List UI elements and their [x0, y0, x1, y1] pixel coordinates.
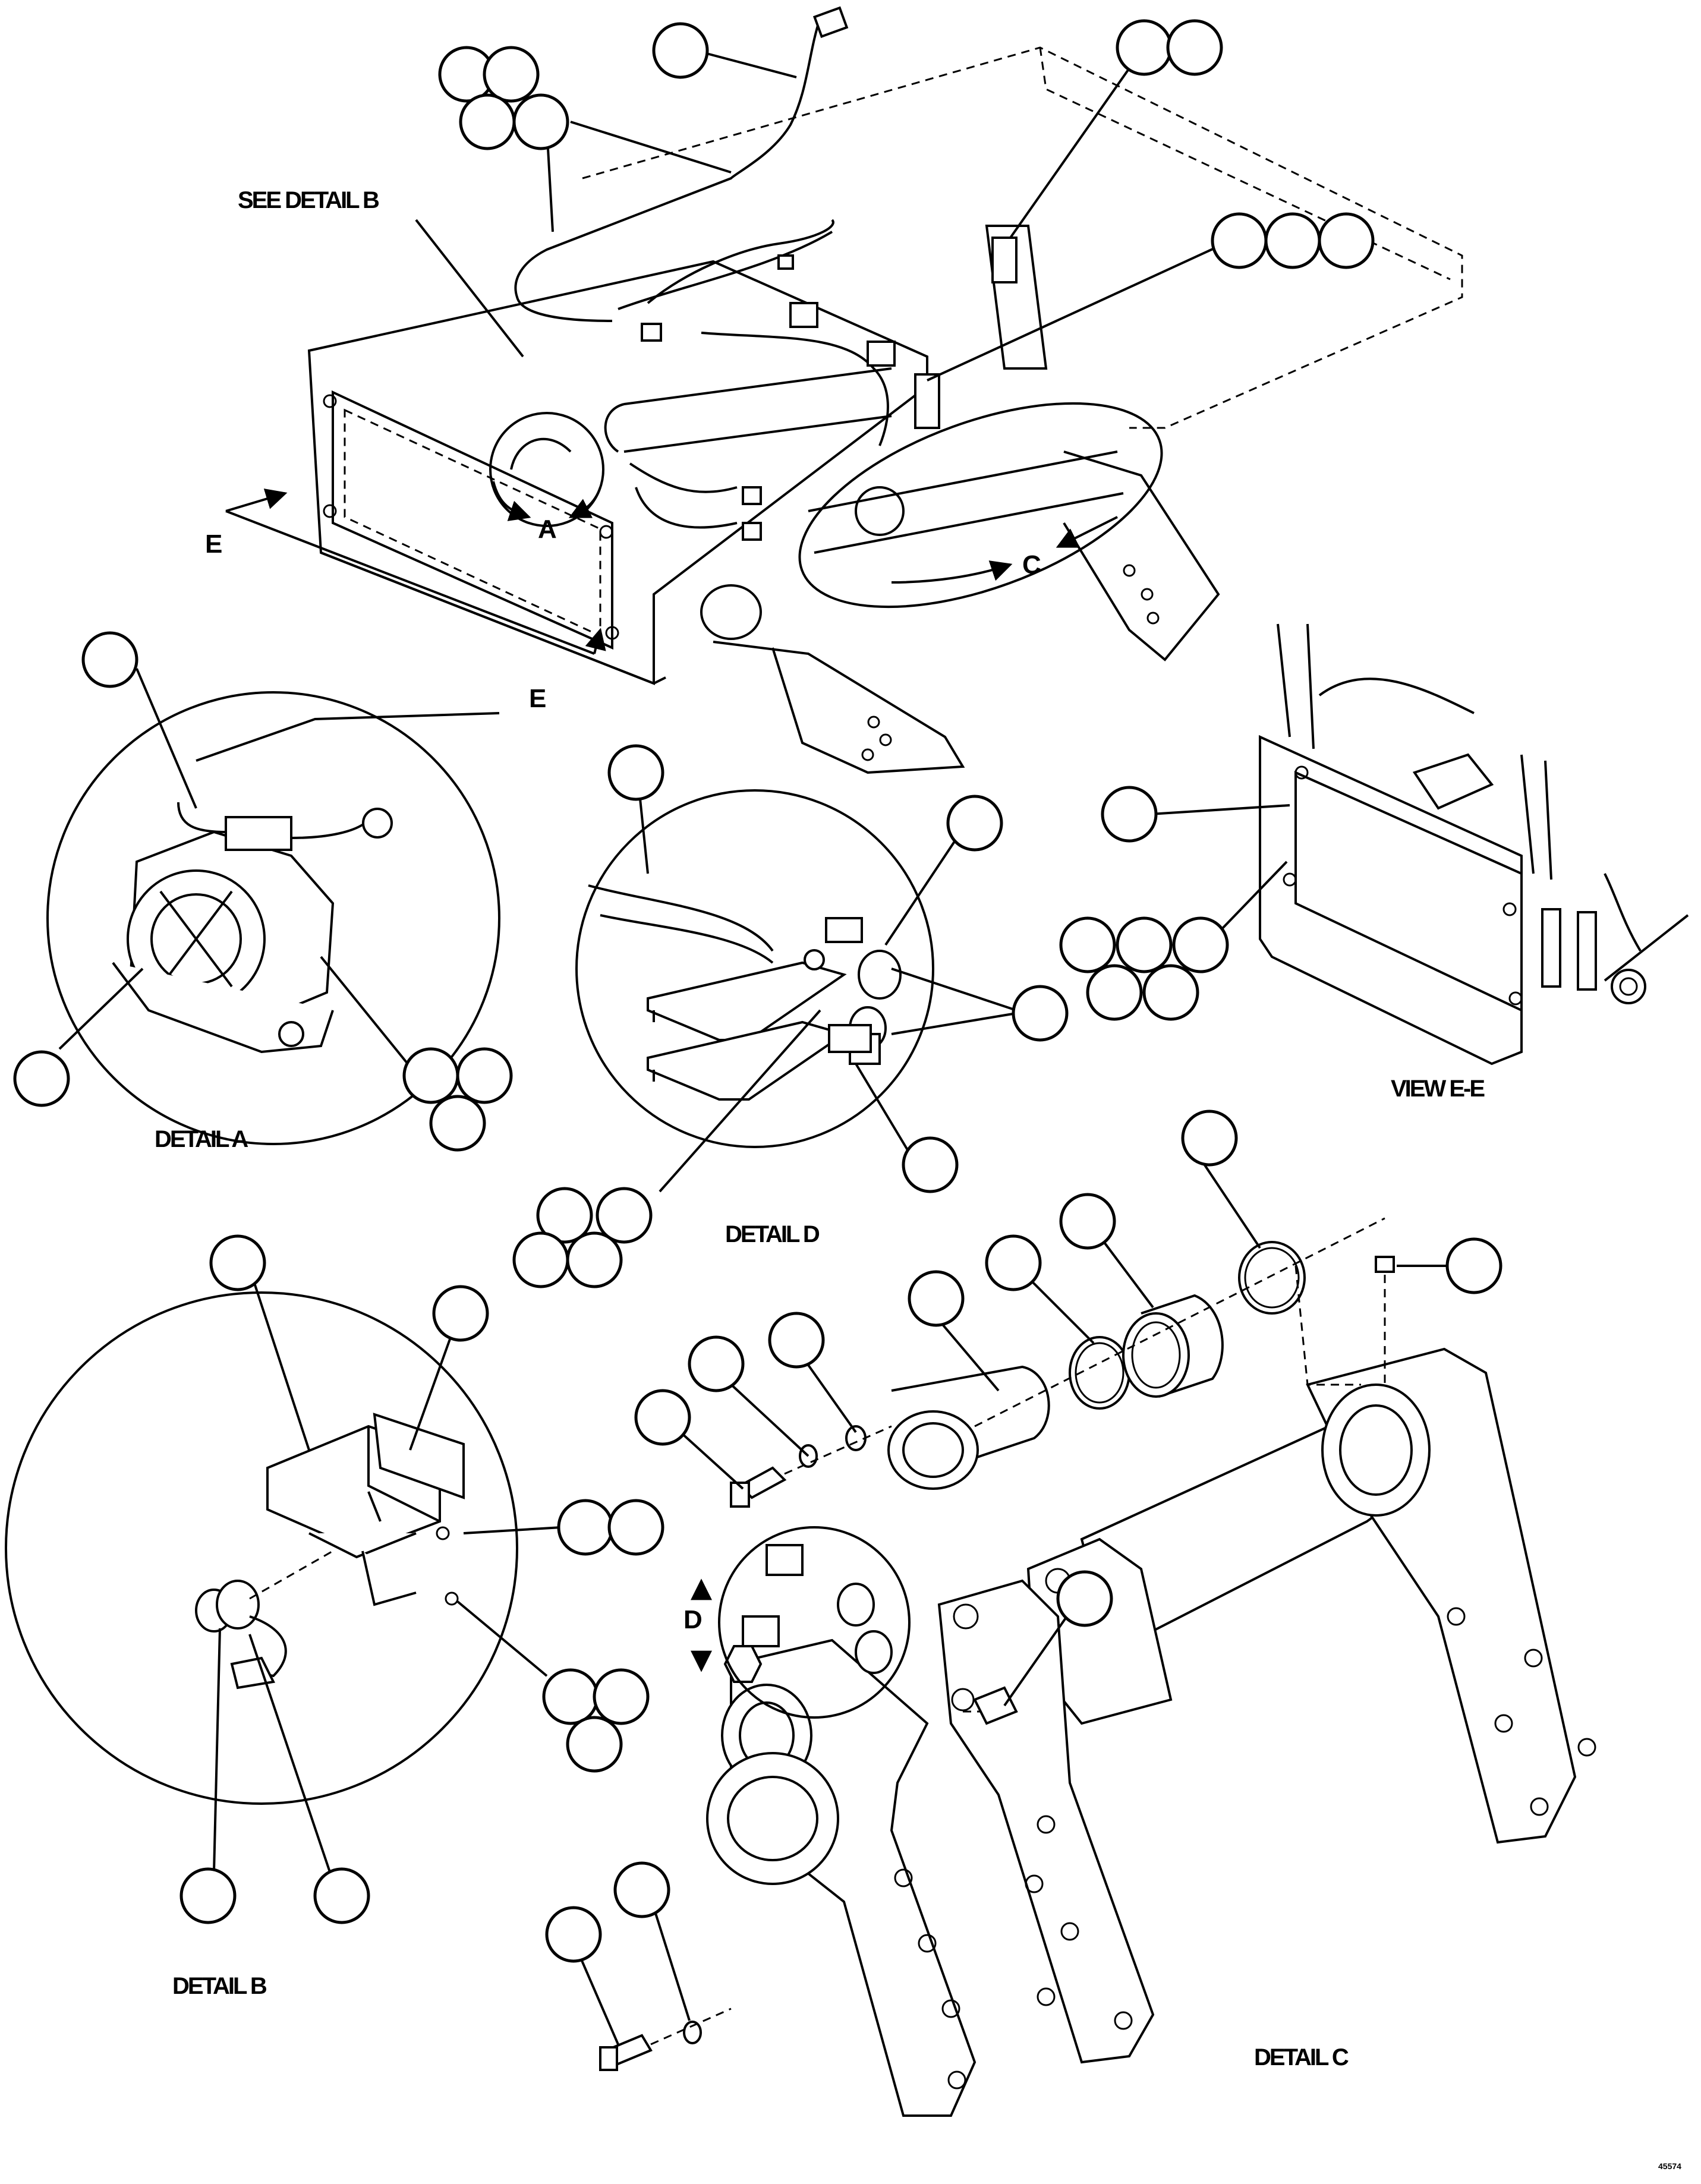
section-e-bottom-label: E: [529, 684, 546, 713]
section-line-e: [225, 510, 595, 655]
control-box: [307, 260, 928, 685]
view-e-e-label: VIEW E-E: [1391, 1076, 1485, 1102]
section-e-top-label: E: [205, 530, 222, 559]
frame-outline: [582, 46, 1463, 429]
see-detail-b-label: SEE DETAIL B: [238, 187, 379, 213]
section-d-label: D: [683, 1605, 703, 1634]
detail-b-label: DETAIL B: [172, 1973, 267, 1999]
detail-c-label: DETAIL C: [1254, 2044, 1349, 2070]
detail-d-locator: [718, 1526, 911, 1719]
section-a-label: A: [538, 515, 557, 544]
drawing-number: 45574: [1658, 2161, 1681, 2171]
wire-harness: [514, 17, 821, 322]
section-c-label: C: [1022, 550, 1041, 579]
main-callouts: [438, 19, 1375, 382]
main-assembly: [225, 6, 1463, 774]
detail-c: [545, 1110, 1596, 2117]
detail-d-label: DETAIL D: [725, 1221, 820, 1247]
detail-a-label: DETAIL A: [155, 1126, 248, 1152]
pivot-shaft: [604, 367, 892, 453]
detail-c-locator: [798, 402, 1163, 609]
detail-a: [13, 631, 513, 1152]
arm-right: [1063, 450, 1220, 661]
detail-d: [512, 744, 1069, 1288]
detail-a-locator: [489, 412, 604, 527]
cover-plate: [332, 390, 613, 650]
seal-ring: [1238, 1241, 1306, 1315]
pedal-lower: [647, 1020, 847, 1101]
arm-left: [713, 641, 965, 774]
detail-b: [5, 1234, 664, 1924]
view-e-e: [1059, 623, 1689, 1066]
grease-fitting: [1375, 1256, 1395, 1273]
